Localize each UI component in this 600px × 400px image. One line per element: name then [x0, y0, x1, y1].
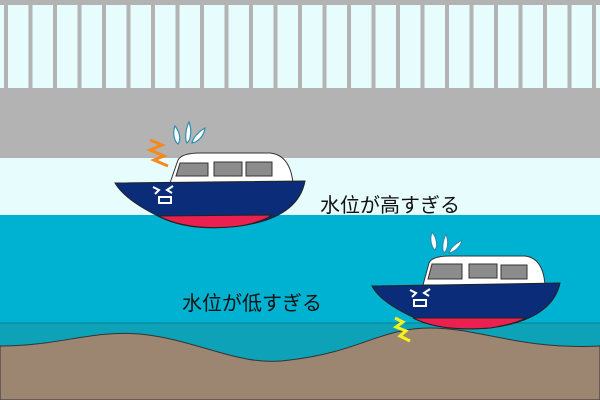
railing-post	[102, 0, 106, 90]
railing-post	[469, 0, 474, 90]
railing-post	[224, 0, 229, 90]
bridge-deck	[0, 88, 600, 158]
railing-post	[322, 0, 327, 90]
railing-post	[298, 0, 302, 90]
boat-high-water	[114, 120, 306, 229]
seabed	[0, 327, 600, 400]
bridge-railing	[0, 0, 600, 158]
railing-post	[151, 0, 155, 90]
railing-post	[592, 0, 596, 90]
railing-post	[445, 0, 449, 90]
railing-post	[200, 0, 204, 90]
railing-post	[53, 0, 57, 90]
railing-post	[175, 0, 180, 90]
railing-post	[126, 0, 131, 90]
railing-post	[249, 0, 253, 90]
railing-post	[396, 0, 400, 90]
railing-post	[494, 0, 498, 90]
railing-post	[567, 0, 572, 90]
label-water-too-high: 水位が高すぎる	[320, 193, 460, 217]
railing-post	[420, 0, 425, 90]
railing-post	[4, 0, 8, 90]
water-drops-icon	[173, 120, 206, 145]
cabin-window	[468, 263, 498, 279]
railing-post	[77, 0, 82, 90]
face-icon	[409, 288, 431, 307]
water-drops-icon	[430, 230, 463, 254]
railing-post	[273, 0, 278, 90]
cabin-window	[213, 161, 243, 177]
shock-spark-icon	[146, 138, 169, 168]
cabin-window	[245, 161, 273, 177]
railing-post	[371, 0, 376, 90]
cabin-window	[427, 263, 463, 280]
railing-post	[347, 0, 351, 90]
railing-post	[28, 0, 33, 90]
label-water-too-low: 水位が低すぎる	[182, 291, 322, 315]
cabin-window	[500, 264, 528, 280]
railing-post	[543, 0, 547, 90]
cabin-window	[175, 162, 209, 177]
railing-post	[518, 0, 523, 90]
boat-low-water	[371, 230, 561, 343]
shock-spark-icon	[392, 316, 411, 343]
face-icon	[152, 185, 174, 204]
